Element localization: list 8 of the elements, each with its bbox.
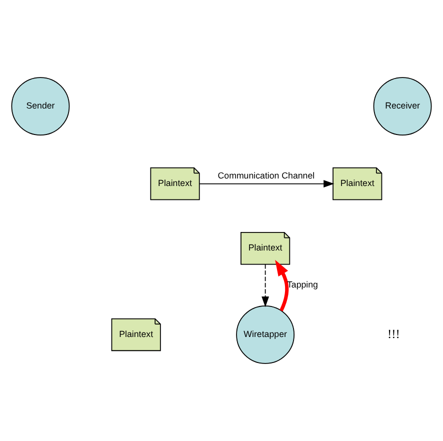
label: !!!	[387, 326, 400, 341]
arrow	[275, 260, 289, 312]
node-circle: Wiretapper	[236, 305, 295, 364]
node-circle: Receiver	[373, 77, 432, 136]
arrow	[262, 264, 270, 308]
arrow	[199, 180, 334, 188]
node-circle: Sender	[11, 77, 70, 136]
edge-label: Communication Channel	[218, 170, 315, 180]
